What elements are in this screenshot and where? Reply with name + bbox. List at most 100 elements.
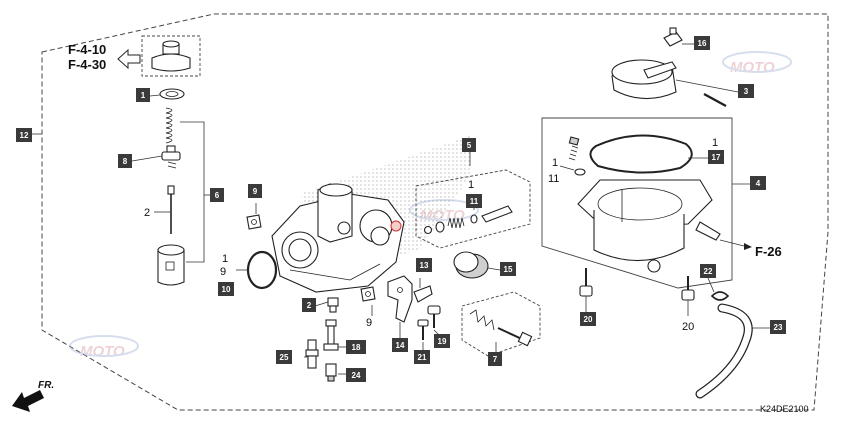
plain-label-1-gasket: 1 — [712, 137, 718, 149]
throttle-valve-icon — [157, 244, 185, 286]
plain-label-1-pilot: 1 — [468, 179, 474, 191]
callout-box-15[interactable]: 15 — [500, 262, 516, 276]
diagram-code: K24DE2100 — [760, 404, 809, 414]
svg-text:25: 25 — [280, 353, 289, 362]
rubber-cap-icon — [453, 251, 489, 279]
callout-box-12[interactable]: 12 — [16, 128, 32, 142]
o-ring-icon — [246, 250, 278, 290]
svg-text:18: 18 — [352, 343, 361, 352]
small-gasket-lower-icon — [360, 286, 376, 302]
callout-box-19[interactable]: 19 — [434, 334, 450, 348]
callout-box-24[interactable]: 24 — [346, 368, 366, 382]
svg-text:11: 11 — [470, 197, 479, 206]
svg-text:23: 23 — [774, 323, 783, 332]
leader-lines — [28, 43, 770, 375]
pilot-screw-set-icon — [423, 205, 513, 235]
svg-text:17: 17 — [712, 153, 721, 162]
auto-choke-icon — [611, 59, 727, 108]
svg-text:12: 12 — [20, 131, 29, 140]
callout-box-11[interactable]: 11 — [466, 194, 482, 208]
svg-text:8: 8 — [123, 157, 128, 166]
front-direction-arrow-icon: FR. — [12, 380, 54, 412]
svg-text:14: 14 — [396, 341, 405, 350]
plain-label-1-left: 1 — [222, 253, 228, 265]
svg-text:1: 1 — [141, 91, 146, 100]
callout-box-18[interactable]: 18 — [346, 340, 366, 354]
main-jet-holder-icon — [327, 297, 339, 313]
carburetor-body-icon — [271, 183, 405, 293]
plain-label-2: 2 — [144, 207, 150, 219]
callout-box-16[interactable]: 16 — [694, 36, 710, 50]
callout-box-17[interactable]: 17 — [708, 150, 724, 164]
plain-label-20: 20 — [682, 321, 694, 333]
svg-text:19: 19 — [438, 337, 447, 346]
ref-f410-label: F-4-10 — [68, 42, 106, 57]
cap-part-icon — [151, 40, 191, 72]
callout-box-5[interactable]: 5 — [462, 138, 476, 152]
callout-box-4[interactable]: 4 — [750, 176, 766, 190]
svg-text:10: 10 — [222, 285, 231, 294]
float-chamber-group-frame — [541, 117, 733, 289]
air-screw-set-frame — [461, 291, 541, 357]
ref-arrow-icon — [117, 48, 141, 70]
callout-box-13[interactable]: 13 — [416, 258, 432, 272]
hose-clip-icon — [710, 291, 730, 301]
needle-jet-icon — [323, 319, 339, 351]
reference-cap-frame — [141, 35, 201, 77]
watermark-text-3: MOTO — [80, 343, 125, 360]
callout-box-1[interactable]: 1 — [136, 88, 150, 102]
callout-box-22[interactable]: 22 — [700, 264, 716, 278]
plain-label-11: 11 — [548, 173, 559, 185]
svg-text:13: 13 — [420, 261, 429, 270]
svg-text:6: 6 — [215, 191, 220, 200]
air-screw-set-icon — [469, 309, 533, 347]
callout-box-23[interactable]: 23 — [770, 320, 786, 334]
callout-box-7[interactable]: 7 — [488, 352, 502, 366]
outer-frame — [41, 13, 829, 411]
svg-text:22: 22 — [704, 267, 713, 276]
callout-box-2-lower[interactable]: 2 — [302, 298, 316, 312]
svg-text:4: 4 — [756, 179, 761, 188]
drain-bolts-icon — [579, 268, 695, 301]
washer-icon — [159, 88, 185, 100]
plain-label-1-drain: 1 — [552, 157, 558, 169]
svg-text:5: 5 — [467, 141, 472, 150]
spring-icon — [165, 107, 173, 144]
callout-box-6[interactable]: 6 — [210, 188, 224, 202]
svg-text:20: 20 — [584, 315, 593, 324]
float-chamber-icon — [577, 179, 721, 273]
svg-text:16: 16 — [698, 39, 707, 48]
watermark-text-1: MOTO — [730, 59, 775, 76]
callout-box-25[interactable]: 25 — [276, 350, 292, 364]
ref-f430-label: F-4-30 — [68, 57, 106, 72]
screws-icon — [417, 305, 441, 340]
main-jet-icon — [325, 363, 337, 382]
callout-box-9[interactable]: 9 — [248, 184, 262, 198]
svg-text:21: 21 — [418, 353, 427, 362]
front-direction-label: FR. — [38, 380, 54, 391]
callout-box-21[interactable]: 21 — [414, 350, 430, 364]
slow-jet-icon — [305, 339, 319, 369]
throttle-bracket-icon — [387, 275, 433, 323]
jet-needle-icon — [167, 185, 175, 234]
callout-box-20[interactable]: 20 — [580, 312, 596, 326]
callout-box-10[interactable]: 10 — [218, 282, 234, 296]
needle-clip-icon — [161, 145, 181, 169]
plain-label-9-left: 9 — [220, 266, 226, 278]
ref-f26-label: F-26 — [755, 244, 782, 259]
callout-box-3[interactable]: 3 — [738, 84, 754, 98]
svg-text:2: 2 — [307, 301, 312, 310]
svg-text:7: 7 — [493, 355, 498, 364]
callout-box-14[interactable]: 14 — [392, 338, 408, 352]
small-gasket-upper-icon — [246, 214, 262, 230]
choke-fitting-icon — [663, 27, 683, 47]
svg-text:9: 9 — [253, 187, 258, 196]
plain-label-9-mid: 9 — [366, 317, 372, 329]
svg-text:3: 3 — [744, 87, 749, 96]
float-gasket-icon — [589, 134, 693, 174]
svg-text:15: 15 — [504, 265, 513, 274]
svg-text:24: 24 — [352, 371, 361, 380]
callout-box-8[interactable]: 8 — [118, 154, 132, 168]
drain-screw-icon — [568, 136, 586, 176]
